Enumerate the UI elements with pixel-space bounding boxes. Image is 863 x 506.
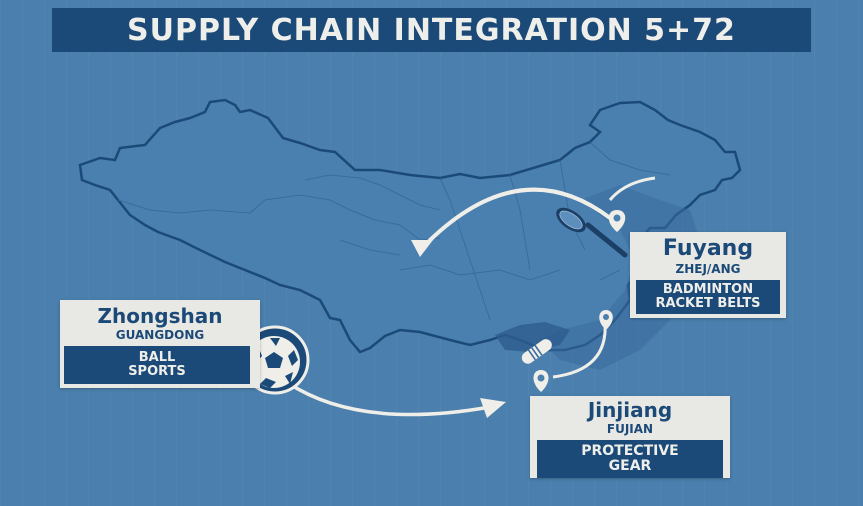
province-name: GUANGDONG xyxy=(115,328,205,342)
category-line-1: PROTECTIVE xyxy=(581,442,679,459)
category-line-2: GEAR xyxy=(608,458,652,474)
title-banner: SUPPLY CHAIN INTEGRATION 5+72 xyxy=(52,8,811,52)
badminton-racket-icon xyxy=(556,207,628,258)
category-badge: BALL SPORTS xyxy=(64,346,250,384)
route-zhongshan-arrowhead xyxy=(480,398,506,418)
pin-fuyang-icon xyxy=(608,210,626,232)
location-card-jinjiang: Jinjiang FUJIAN PROTECTIVE GEAR xyxy=(530,396,730,478)
pin-coast-icon xyxy=(599,310,613,330)
category-badge: PROTECTIVE GEAR xyxy=(537,440,723,478)
category-line-1: BALL xyxy=(138,349,176,365)
category-line-1: BADMINTON xyxy=(662,281,754,297)
city-name: Zhongshan xyxy=(97,304,223,328)
city-name: Fuyang xyxy=(662,236,754,261)
location-card-fuyang: Fuyang ZHEJ/ANG BADMINTON RACKET BELTS xyxy=(630,232,786,318)
province-name: FUJIAN xyxy=(606,422,654,436)
province-name: ZHEJ/ANG xyxy=(675,262,741,276)
category-line-2: SPORTS xyxy=(128,364,186,379)
protective-pad-icon xyxy=(521,339,552,364)
city-name: Jinjiang xyxy=(587,398,673,422)
route-zhongshan xyxy=(287,381,491,417)
route-jinjiang xyxy=(552,322,607,379)
category-badge: BADMINTON RACKET BELTS xyxy=(636,280,780,314)
route-fuyang-arrowhead xyxy=(411,240,433,257)
route-fuyang xyxy=(423,187,612,247)
location-card-zhongshan: Zhongshan GUANGDONG BALL SPORTS xyxy=(60,300,260,388)
pin-jinjiang-icon xyxy=(533,370,549,392)
category-line-2: RACKET BELTS xyxy=(655,296,761,311)
china-outline xyxy=(78,98,742,354)
page-title: SUPPLY CHAIN INTEGRATION 5+72 xyxy=(127,12,736,48)
